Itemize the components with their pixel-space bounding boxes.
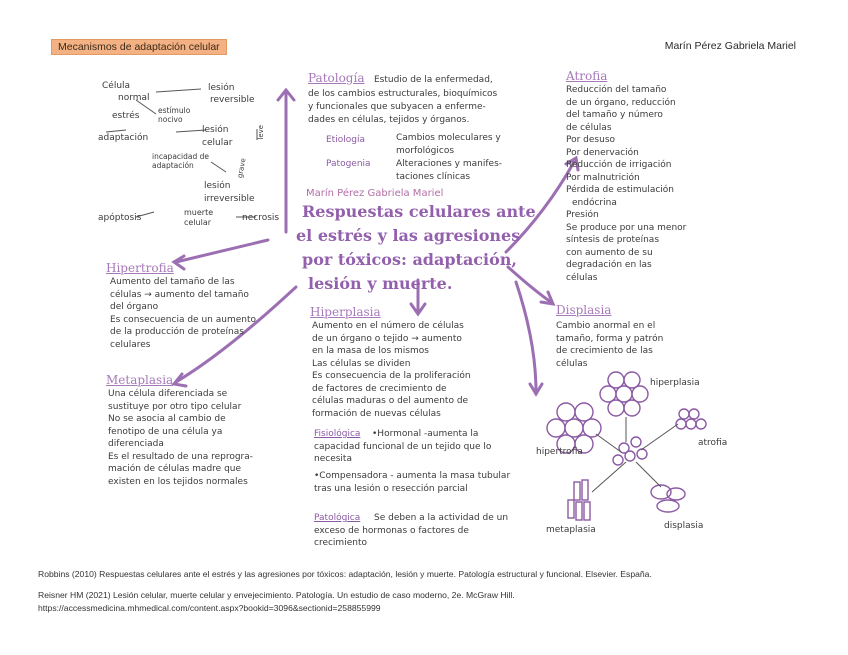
normal-label: normal — [118, 92, 150, 105]
metaplasia-text: Una célula diferenciada se sustituye por… — [108, 388, 253, 488]
document-title: Mecanismos de adaptación celular — [51, 39, 227, 55]
etiologia-desc: Cambios moleculares y morfológicos — [396, 132, 516, 157]
patologia-line-3: y funcionales que subyacen a enferme- — [308, 101, 486, 114]
leve-label: leve — [255, 125, 268, 140]
patologia-heading: Patología — [308, 72, 364, 85]
reference-1: Robbins (2010) Respuestas celulares ante… — [38, 569, 652, 579]
patologia-line-1: Estudio de la enfermedad, — [374, 74, 493, 87]
hipertrofia-text: Aumento del tamaño de las células → aume… — [110, 276, 256, 351]
lesion-irreversible-label: lesión irreversible — [204, 180, 264, 205]
hiperplasia-text: Aumento en el número de células de un ór… — [312, 320, 471, 420]
handwritten-notes-image: hiperplasia hipertrofia atrofia metaplas… — [96, 62, 756, 552]
lesion-celular-label: lesión celular — [202, 124, 252, 149]
displasia-heading: Displasia — [556, 304, 611, 317]
muerte-celular-label: muerte celular — [184, 208, 234, 228]
apoptosis-label: apóptosis — [98, 212, 141, 225]
patogenia-label: Patogenia — [326, 158, 371, 171]
fisiologica-desc: •Hormonal -aumenta la capacidad funciona… — [314, 428, 514, 466]
cell-label-hiperplasia: hiperplasia — [650, 378, 700, 388]
cell-label-metaplasia: metaplasia — [546, 525, 596, 535]
patologica-desc: Se deben a la actividad de un exceso de … — [314, 512, 524, 550]
center-title-line-3: por tóxicos: adaptación, — [302, 250, 517, 270]
estres-label: estrés — [112, 110, 139, 123]
document-author: Marín Pérez Gabriela Mariel — [665, 40, 796, 52]
compensadora-desc: •Compensadora - aumenta la masa tubular … — [314, 470, 514, 495]
center-title-line-4: lesión y muerte. — [308, 274, 452, 294]
patologia-line-2: de los cambios estructurales, bioquímico… — [308, 88, 497, 101]
reference-2: Reisner HM (2021) Lesión celular, muerte… — [38, 590, 515, 600]
lesion-label: lesión — [208, 82, 234, 95]
celula-label: Célula — [102, 80, 130, 93]
patogenia-desc: Alteraciones y manifes- taciones clínica… — [396, 158, 536, 183]
cell-label-hipertrofia: hipertrofia — [536, 447, 583, 457]
displasia-text: Cambio anormal en el tamaño, forma y pat… — [556, 320, 663, 370]
center-title-line-1: Respuestas celulares ante — [302, 202, 536, 222]
adaptacion-label: adaptación — [98, 132, 148, 145]
atrofia-heading: Atrofia — [566, 70, 607, 83]
reversible-label: reversible — [210, 94, 255, 107]
metaplasia-heading: Metaplasia — [106, 374, 173, 387]
center-title-line-2: el estrés y las agresiones — [296, 226, 520, 246]
atrofia-text: Reducción del tamaño de un órgano, reduc… — [566, 84, 686, 284]
incapacidad-label: incapacidad de adaptación — [152, 152, 222, 170]
hiperplasia-heading: Hiperplasia — [310, 306, 381, 319]
etiologia-label: Etiología — [326, 134, 365, 147]
center-author: Marín Pérez Gabriela Mariel — [306, 188, 443, 201]
cell-label-displasia: displasia — [664, 521, 703, 531]
necrosis-label: necrosis — [242, 212, 279, 225]
patologia-line-4: dades en células, tejidos y órganos. — [308, 114, 469, 127]
hipertrofia-heading: Hipertrofia — [106, 262, 174, 275]
estimulo-nocivo-label: estímulo nocivo — [158, 106, 210, 124]
reference-3-link[interactable]: https://accessmedicina.mhmedical.com/con… — [38, 603, 381, 613]
cell-label-atrofia: atrofia — [698, 438, 727, 448]
